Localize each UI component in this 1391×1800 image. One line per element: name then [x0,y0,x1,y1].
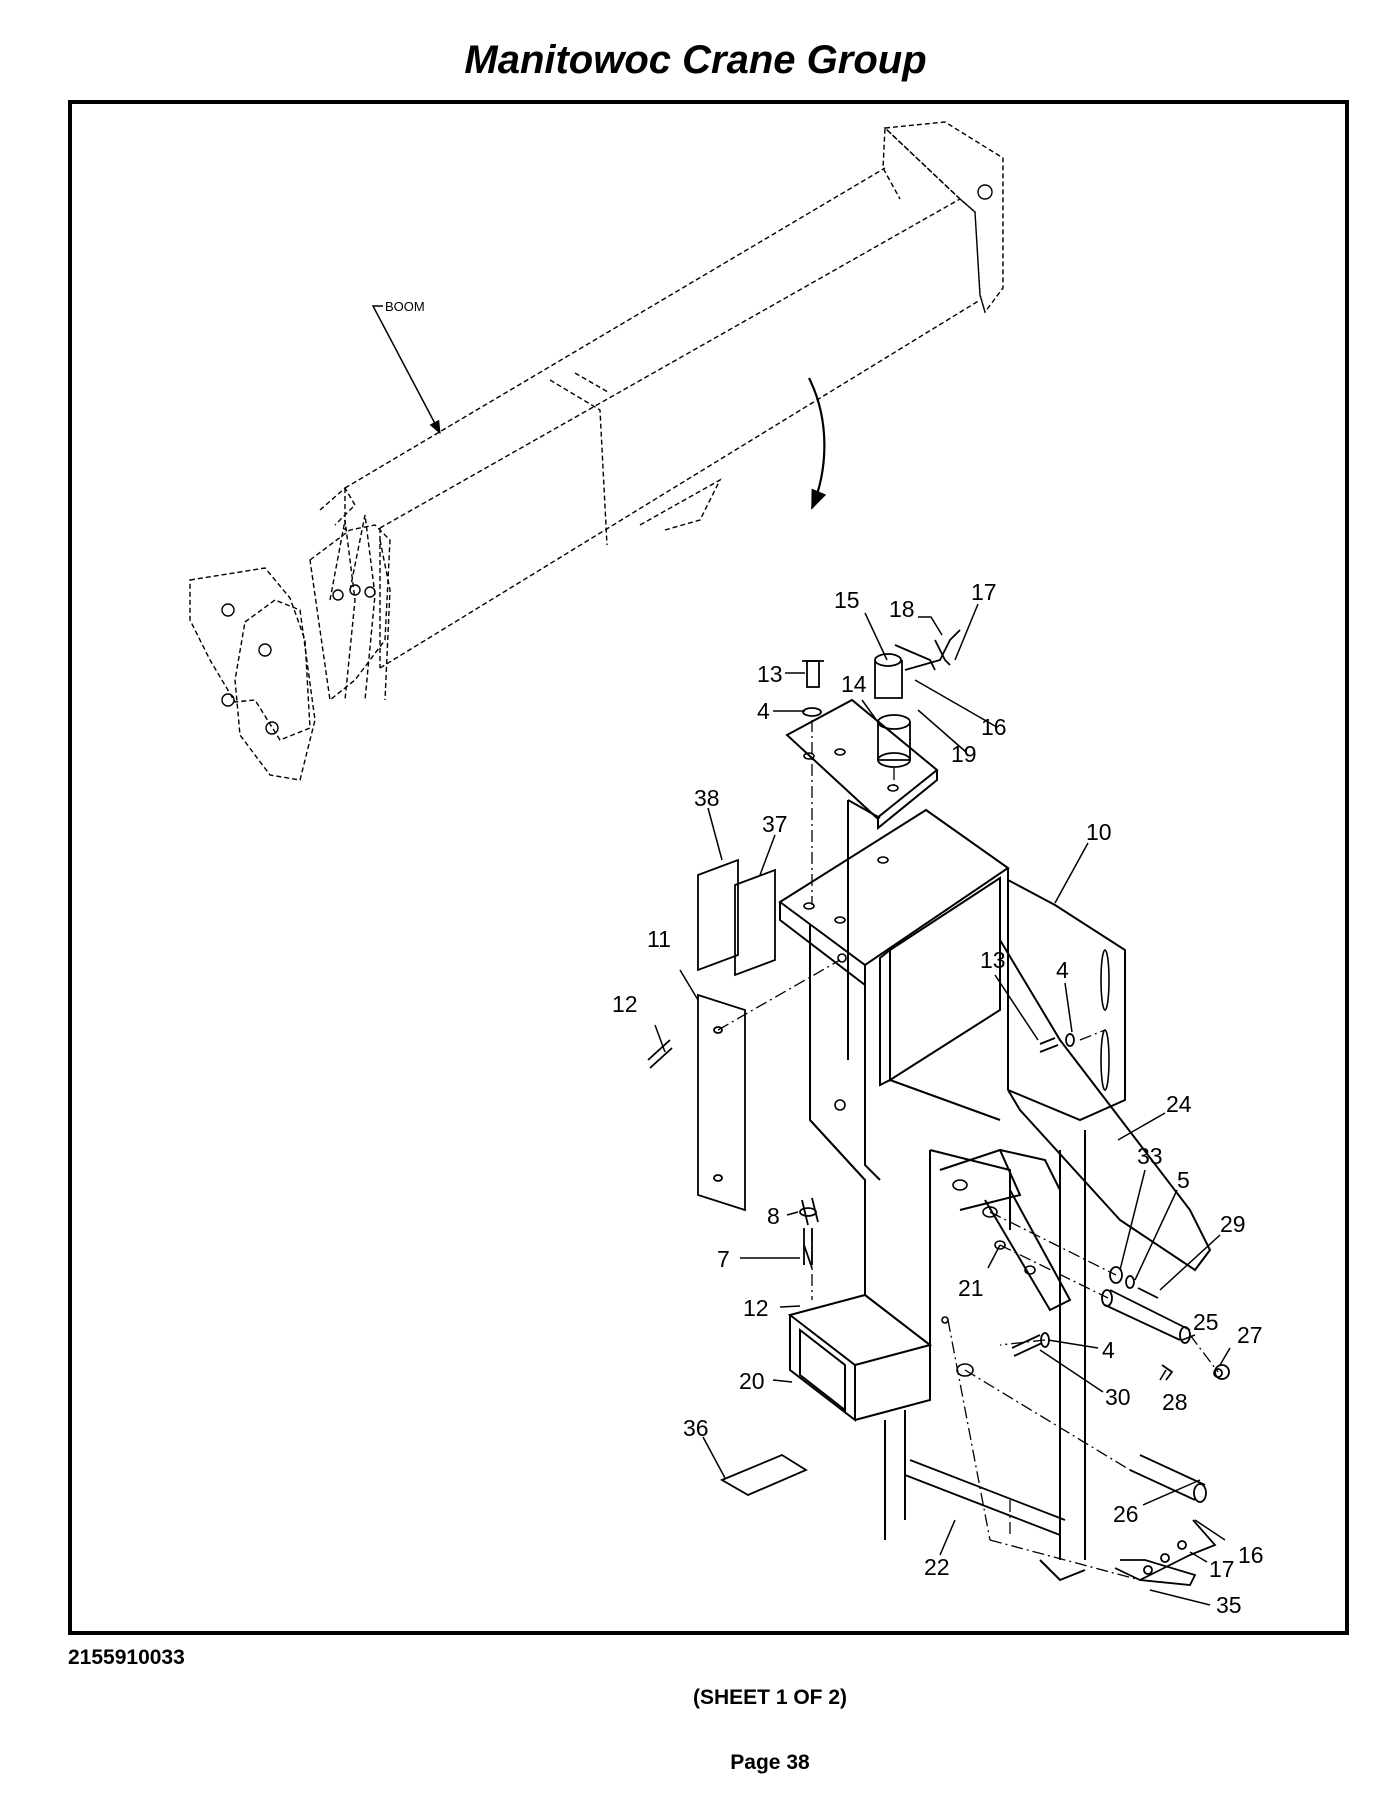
bracket-holes [803,748,1110,1377]
boom-holes [221,184,993,735]
callout-24: 24 [1166,1091,1192,1117]
callout-37: 37 [762,811,788,837]
callout-27: 27 [1237,1322,1263,1348]
leader-lines [654,603,1231,1606]
callouts: 15 18 17 13 14 4 16 19 38 37 10 11 13 4 … [612,579,1264,1618]
callout-4: 4 [757,698,770,724]
callout-8: 8 [767,1203,780,1229]
bracket-assembly [778,698,1212,1582]
callout-12: 12 [743,1295,769,1321]
boom-leader [371,305,441,435]
callout-4: 4 [1056,957,1069,983]
callout-11: 11 [647,926,671,952]
boom-label: BOOM [385,299,425,314]
callout-33: 33 [1137,1143,1163,1169]
view-arrow [808,377,827,510]
callout-14: 14 [841,671,867,697]
callout-36: 36 [683,1415,709,1441]
diagram-frame [68,100,1349,1635]
callout-16: 16 [981,714,1007,740]
callout-20: 20 [739,1368,765,1394]
callout-13: 13 [980,947,1006,973]
sheet-label: (SHEET 1 OF 2) [692,1686,848,1709]
callout-29: 29 [1220,1211,1246,1237]
callout-28: 28 [1162,1389,1188,1415]
callout-26: 26 [1113,1501,1139,1527]
callout-17: 17 [971,579,997,605]
callout-10: 10 [1086,819,1112,845]
center-lines [717,720,1219,1581]
page-title: Manitowoc Crane Group [464,38,927,82]
callout-21: 21 [958,1275,984,1301]
callout-13: 13 [757,661,783,687]
small-components [647,629,1223,1497]
boom-phantom [189,121,1004,781]
callout-30: 30 [1105,1384,1131,1410]
callout-15: 15 [834,587,860,613]
callout-4: 4 [1102,1337,1115,1363]
callout-17: 17 [1209,1556,1235,1582]
callout-19: 19 [951,741,977,767]
callout-22: 22 [924,1554,950,1580]
pins-and-rods [904,1289,1230,1586]
page-number: Page 38 [730,1751,810,1774]
callout-7: 7 [717,1246,730,1272]
callout-25: 25 [1193,1309,1219,1335]
callout-5: 5 [1177,1167,1190,1193]
callout-38: 38 [694,785,720,811]
callout-18: 18 [889,596,915,622]
callout-12: 12 [612,991,638,1017]
drawing-number: 2155910033 [68,1646,185,1669]
callout-35: 35 [1216,1592,1242,1618]
callout-16: 16 [1238,1542,1264,1568]
